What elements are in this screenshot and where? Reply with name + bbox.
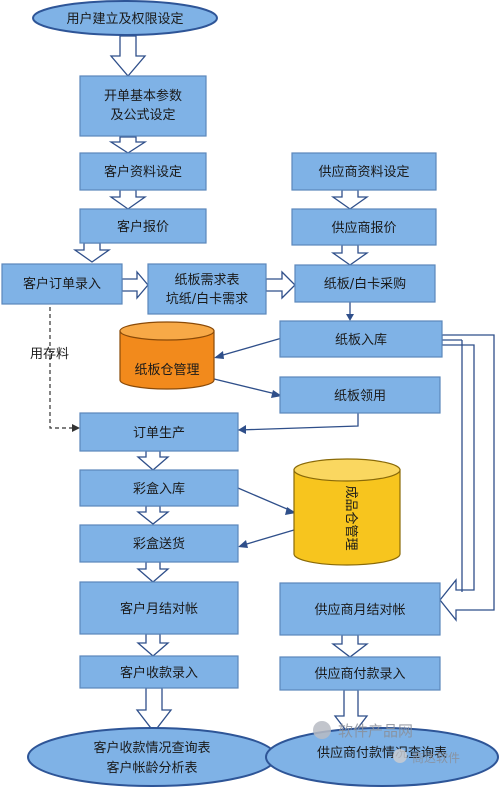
watermark-logo-icon bbox=[313, 721, 331, 739]
arrow-production-to-box-inbound bbox=[136, 450, 170, 471]
node-customer-monthly-label: 客户月结对帐 bbox=[120, 601, 198, 617]
node-board-demand bbox=[147, 263, 267, 315]
node-board-warehouse-label: 纸板仓管理 bbox=[134, 363, 199, 378]
node-billing-params-label-2: 及公式设定 bbox=[110, 108, 175, 123]
node-supplier-report bbox=[265, 727, 499, 787]
node-finished-warehouse bbox=[293, 458, 401, 566]
node-billing-params bbox=[79, 75, 207, 137]
line-finished-to-delivery bbox=[239, 529, 295, 547]
arrow-params-to-customer-data bbox=[108, 136, 148, 154]
node-supplier-monthly-label: 供应商月结对帐 bbox=[314, 602, 405, 618]
node-customer-quote bbox=[79, 208, 207, 244]
arrowhead bbox=[285, 507, 296, 515]
node-supplier-data bbox=[291, 152, 437, 191]
arrow-order-to-demand bbox=[121, 270, 149, 300]
node-box-delivery bbox=[79, 524, 239, 563]
node-supplier-payment bbox=[279, 656, 441, 691]
arrow-customer-data-to-quote bbox=[108, 189, 148, 210]
node-customer-report-label-2: 客户帐龄分析表 bbox=[106, 760, 197, 776]
watermark-line-2: 商达软件 bbox=[412, 750, 460, 765]
node-customer-quote-label: 客户报价 bbox=[117, 219, 169, 235]
node-user-setup bbox=[32, 0, 218, 36]
line-usage-to-production bbox=[237, 413, 359, 431]
node-box-inbound-label: 彩盒入库 bbox=[133, 481, 185, 497]
arrow-user-to-params bbox=[109, 35, 147, 78]
arrow-supplier-monthly-to-payment bbox=[331, 634, 369, 658]
node-box-inbound bbox=[79, 469, 239, 507]
arrowhead bbox=[271, 390, 282, 398]
node-billing-params-label-1: 开单基本参数 bbox=[104, 88, 182, 104]
node-customer-order-label: 客户订单录入 bbox=[23, 276, 101, 292]
node-board-purchase-label: 纸板/白卡采购 bbox=[324, 276, 406, 292]
arrowhead bbox=[214, 351, 224, 359]
node-customer-data-label: 客户资料设定 bbox=[104, 164, 182, 180]
arrow-delivery-to-monthly bbox=[136, 561, 170, 583]
node-board-warehouse bbox=[119, 321, 215, 390]
watermark: 软件产品网 商达软件 bbox=[313, 721, 460, 765]
node-board-demand-label-2: 坑纸/白卡需求 bbox=[166, 291, 248, 307]
node-supplier-payment-label: 供应商付款录入 bbox=[314, 666, 405, 682]
node-supplier-quote bbox=[291, 208, 437, 246]
node-board-inbound bbox=[279, 320, 443, 358]
node-customer-receipt bbox=[79, 655, 239, 689]
watermark-wechat-icon bbox=[393, 749, 407, 763]
node-customer-report bbox=[27, 727, 277, 787]
node-supplier-monthly bbox=[279, 582, 441, 636]
arrow-receipt-to-report bbox=[135, 687, 173, 734]
node-customer-report-label-1: 客户收款情况查询表 bbox=[93, 740, 210, 756]
node-customer-data bbox=[79, 152, 207, 191]
node-board-purchase bbox=[294, 264, 436, 303]
node-finished-warehouse-label: 成品仓管理 bbox=[343, 485, 358, 550]
line-inbound-to-board-warehouse bbox=[215, 337, 283, 358]
arrow-demand-to-purchase bbox=[265, 270, 296, 300]
arrow-monthly-to-receipt bbox=[136, 633, 170, 657]
node-order-production bbox=[79, 412, 239, 452]
arrowhead bbox=[346, 314, 354, 321]
node-board-usage-label: 纸板领用 bbox=[334, 389, 386, 404]
arrowhead bbox=[72, 424, 80, 432]
line-board-warehouse-to-usage bbox=[209, 377, 281, 396]
arrowhead bbox=[238, 425, 246, 434]
arrow-supplier-quote-to-purchase bbox=[330, 244, 370, 266]
node-supplier-data-label: 供应商资料设定 bbox=[318, 164, 409, 180]
dashed-use-stock-line bbox=[49, 300, 76, 429]
node-order-production-label: 订单生产 bbox=[133, 426, 185, 441]
node-supplier-quote-label: 供应商报价 bbox=[331, 220, 396, 236]
node-customer-receipt-label: 客户收款录入 bbox=[120, 665, 198, 681]
node-board-usage bbox=[279, 376, 441, 414]
node-board-demand-label-1: 纸板需求表 bbox=[174, 273, 239, 288]
use-stock-label: 用存料 bbox=[30, 347, 69, 362]
arrow-payment-to-report bbox=[333, 689, 369, 739]
node-user-setup-label: 用户建立及权限设定 bbox=[66, 11, 183, 27]
line-box-inbound-to-finished bbox=[237, 487, 295, 513]
arrow-inbound-to-delivery bbox=[136, 505, 170, 525]
arrow-supplier-data-to-quote bbox=[330, 189, 370, 210]
watermark-line-1: 软件产品网 bbox=[338, 722, 413, 740]
node-board-inbound-label: 纸板入库 bbox=[335, 332, 387, 348]
arrow-quote-to-order bbox=[72, 242, 112, 263]
arrow-inbound-to-supplier-monthly bbox=[439, 334, 495, 622]
arrowhead bbox=[238, 540, 248, 548]
node-customer-order bbox=[1, 263, 123, 305]
node-supplier-report-label: 供应商付款情况查询表 bbox=[317, 745, 447, 761]
node-box-delivery-label: 彩盒送货 bbox=[133, 536, 185, 552]
node-customer-monthly bbox=[79, 581, 239, 635]
